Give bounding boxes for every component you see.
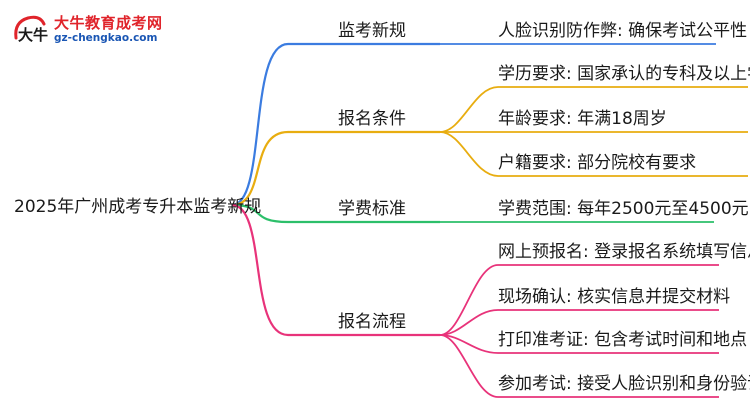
tuition-leaf-label: 学费范围: 每年2500元至4500元: [498, 199, 749, 219]
requirements-leaf-label: 年龄要求: 年满18周岁: [498, 109, 667, 129]
root-to-tuition-connector: [231, 203, 440, 224]
mind-map-labels: 2025年广州成考专升本监考新规 监考新规 人脸识别防作弊: 确保考试公平性报名条…: [14, 21, 750, 394]
process-leaf-label: 打印准考证: 包含考试时间和地点: [498, 330, 747, 350]
logo-url: gz-chengkao.com: [54, 32, 158, 44]
process-leaf-connector: [439, 309, 719, 336]
process-leaf-connector: [439, 334, 719, 354]
requirements-leaf-label: 户籍要求: 部分院校有要求: [498, 153, 696, 173]
mind-map-connectors: [231, 42, 748, 398]
process-leaf-connector: [439, 264, 719, 336]
root-to-requirements-connector: [231, 130, 440, 207]
root-node-label: 2025年广州成考专升本监考新规: [14, 197, 261, 217]
requirements-leaf-connector: [439, 86, 748, 133]
process-leaf-label: 参加考试: 接受人脸识别和身份验证: [498, 374, 750, 394]
branch-process-label: 报名流程: [338, 312, 406, 332]
branch-requirements-label: 报名条件: [338, 109, 406, 129]
branch-tuition-label: 学费标准: [338, 199, 406, 219]
logo-title: 大牛教育成考网: [54, 14, 163, 32]
process-leaf-label: 现场确认: 核实信息并提交材料: [498, 287, 730, 307]
requirements-leaf-connector: [439, 131, 748, 177]
site-logo: 大牛 大牛教育成考网 gz-chengkao.com: [10, 8, 180, 52]
supervision-leaf-label: 人脸识别防作弊: 确保考试公平性: [498, 21, 747, 41]
root-to-process-connector: [231, 203, 440, 337]
process-leaf-label: 网上预报名: 登录报名系统填写信息: [498, 242, 750, 262]
branch-supervision-label: 监考新规: [338, 21, 406, 41]
logo-mark-icon: 大牛: [14, 15, 48, 44]
logo-mark-text: 大牛: [18, 26, 48, 44]
root-to-supervision-connector: [231, 42, 440, 207]
process-leaf-connector: [439, 334, 719, 398]
requirements-leaf-label: 学历要求: 国家承认的专科及以上学历: [498, 64, 750, 84]
